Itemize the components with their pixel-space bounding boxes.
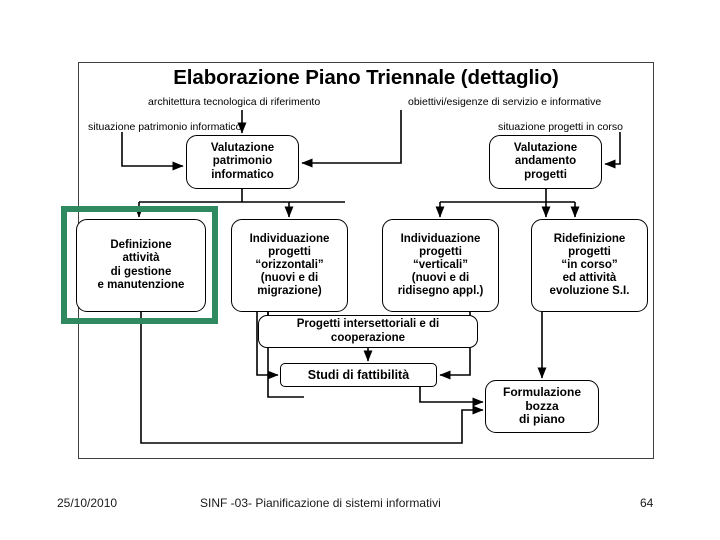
label-situazione-progetti: situazione progetti in corso — [498, 121, 623, 133]
node-label: Studi di fattibilità — [307, 367, 410, 382]
label-architettura: architettura tecnologica di riferimento — [148, 96, 321, 108]
footer-date: 25/10/2010 — [57, 496, 118, 510]
footer-course-title: SINF -03- Pianificazione di sistemi info… — [200, 496, 441, 510]
slide-title: Elaborazione Piano Triennale (dettaglio) — [173, 66, 559, 89]
slide-footer: 25/10/2010 SINF -03- Pianificazione di s… — [0, 496, 720, 514]
highlight-rectangle-definizione-attivita — [61, 206, 218, 324]
label-obiettivi: obiettivi/esigenze di servizio e informa… — [408, 96, 602, 108]
label-situazione-patrimonio: situazione patrimonio informatico — [88, 121, 242, 133]
node-studi-di-fattibilita[interactable]: Studi di fattibilità — [280, 363, 437, 387]
footer-page-number: 64 — [640, 496, 654, 510]
